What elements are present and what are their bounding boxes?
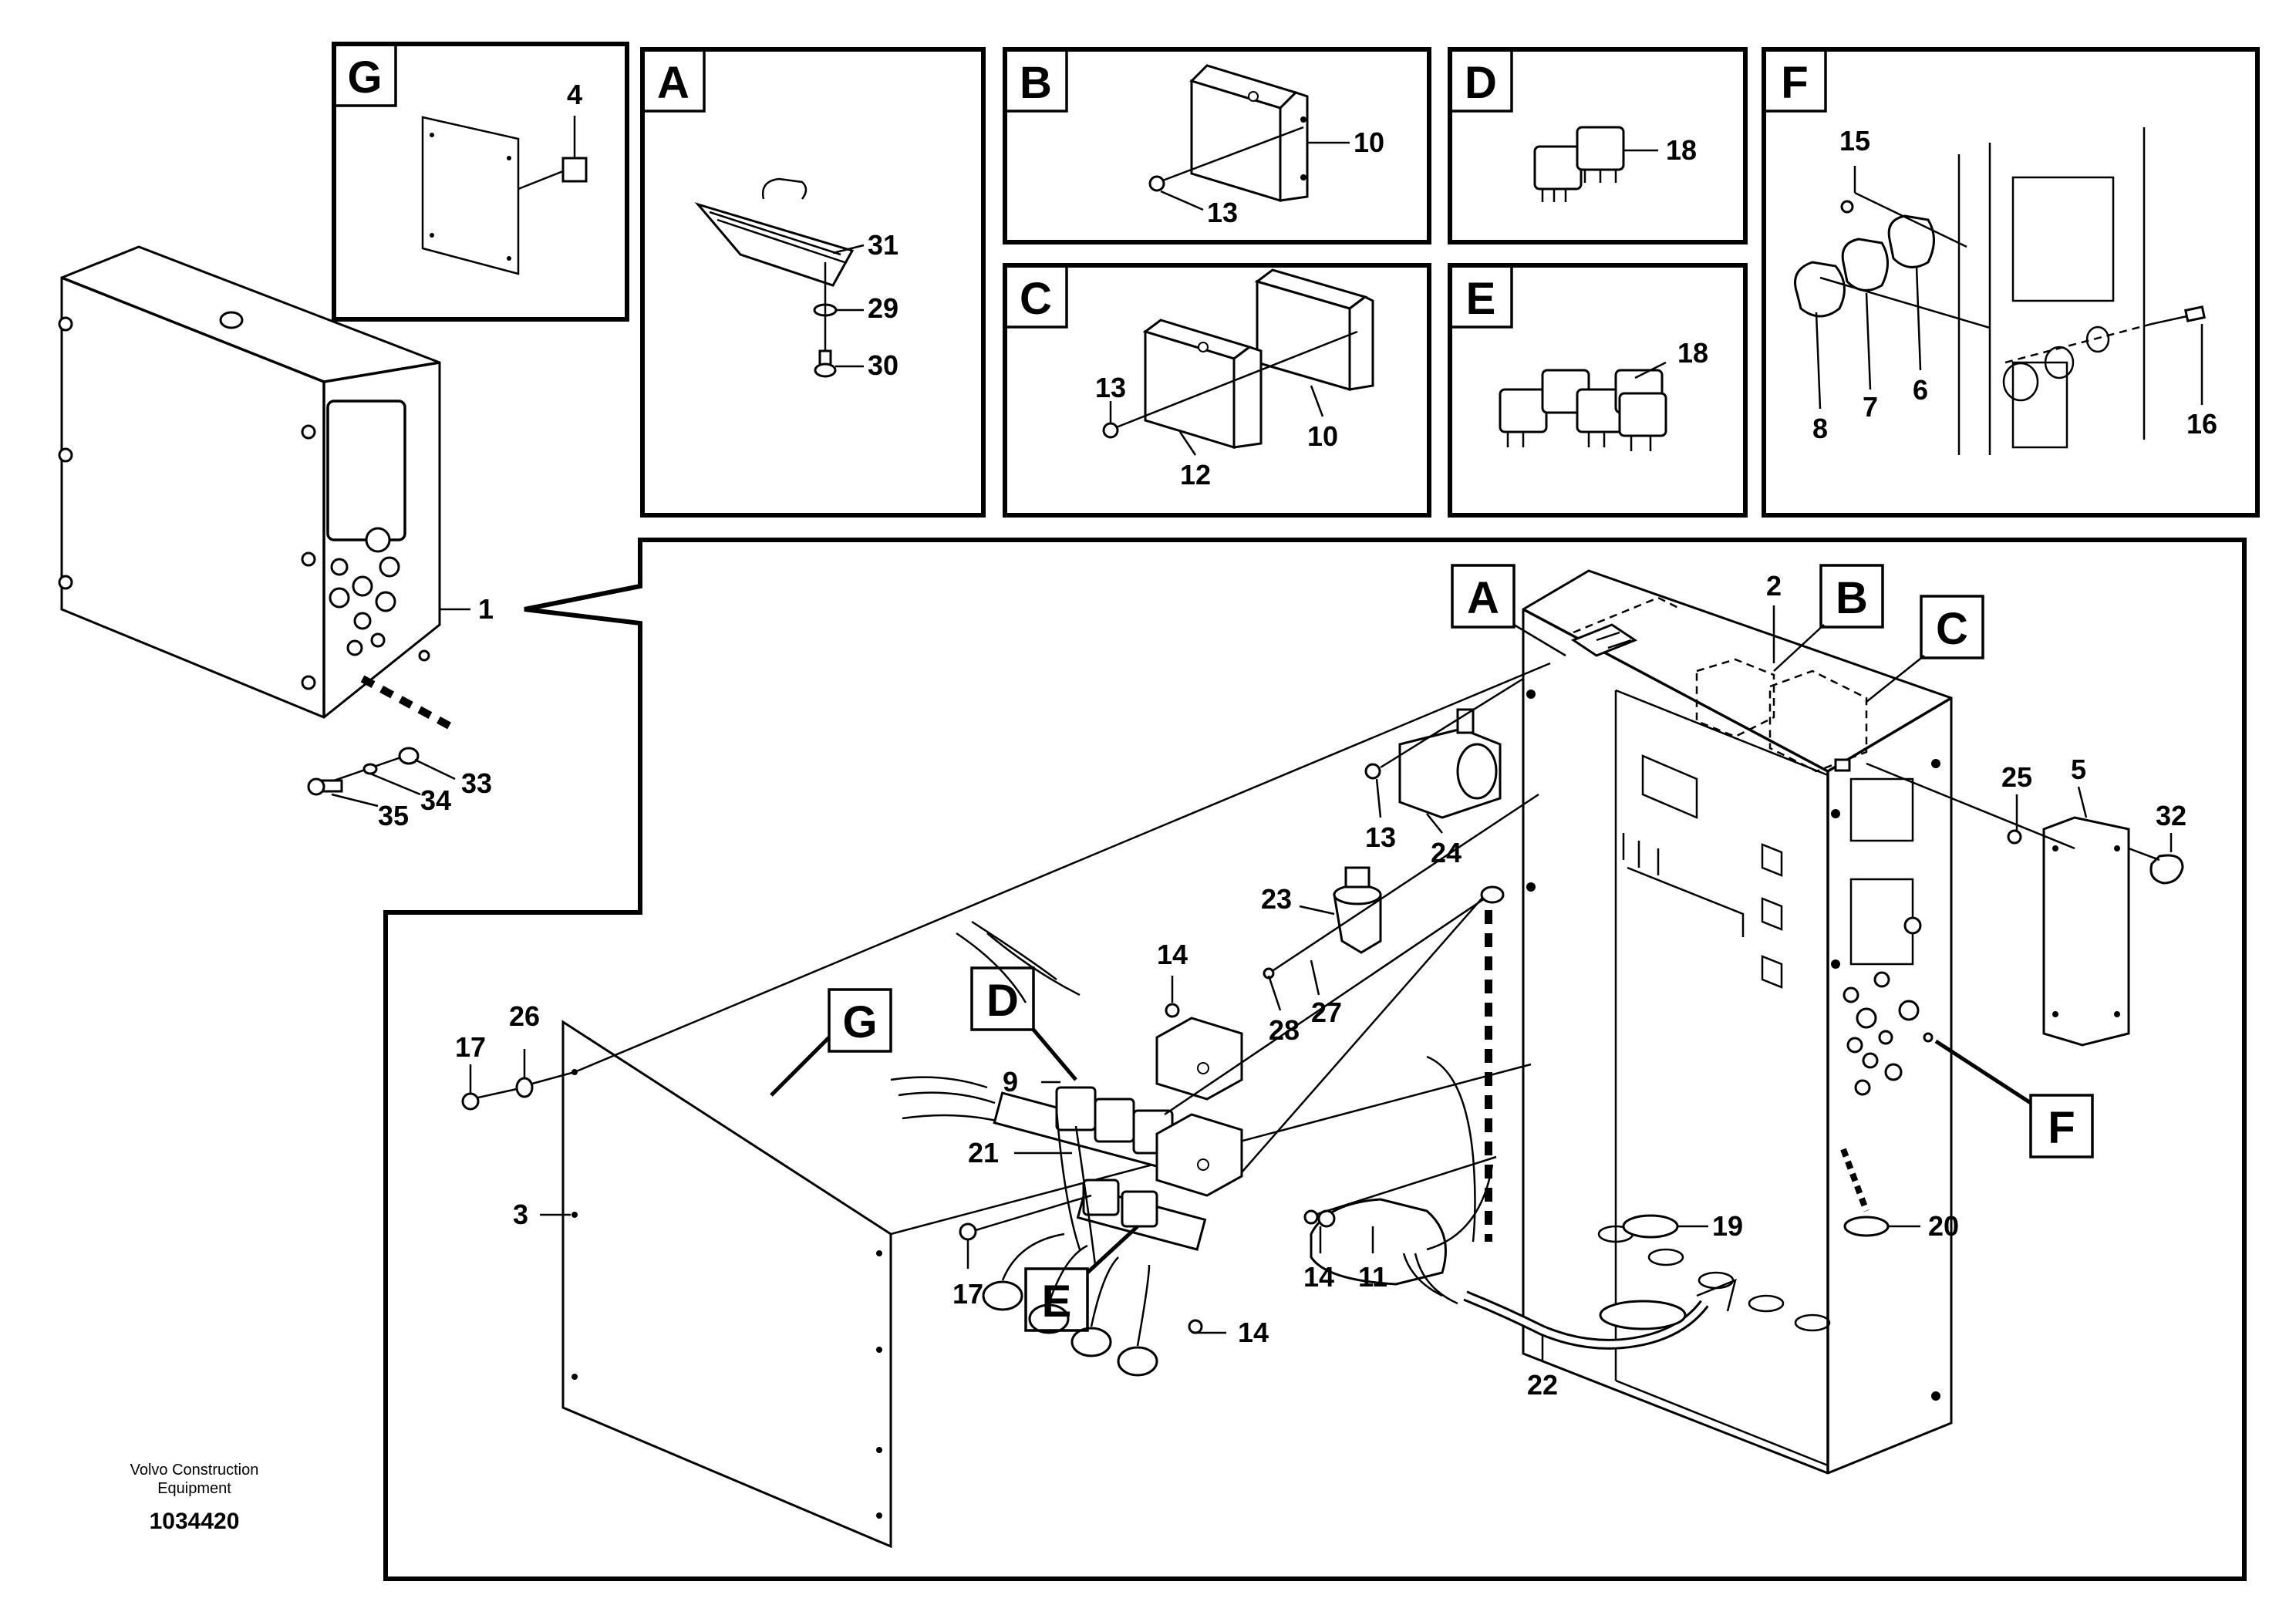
main-tag-e: E (1024, 1225, 1139, 1332)
detail-panel-e: E 18 (1448, 263, 1748, 518)
callout-14: 14 (1303, 1261, 1334, 1293)
callout-26: 26 (509, 1000, 540, 1032)
panel-d-tag: D (1465, 58, 1497, 108)
detail-panel-f: F 15 8 7 6 16 (1762, 47, 2260, 518)
svg-text:F: F (2048, 1103, 2075, 1153)
holder-bracket (694, 202, 855, 287)
svg-text:B: B (1836, 573, 1868, 623)
grommet-20 (1843, 1216, 1890, 1237)
callout-15: 15 (1839, 125, 1870, 157)
callout-4: 4 (567, 79, 582, 110)
callout-24: 24 (1431, 837, 1462, 868)
svg-text:C: C (1936, 604, 1968, 654)
callout-28: 28 (1269, 1014, 1300, 1046)
callout-7: 7 (1863, 391, 1878, 423)
main-exploded-panel: A B C D E F G (383, 538, 2247, 1581)
relay-cluster (890, 885, 1505, 1377)
callout-16: 16 (2186, 408, 2217, 440)
callout-3: 3 (513, 1199, 528, 1230)
callout-8: 8 (1812, 413, 1828, 444)
main-tag-d: D (970, 966, 1077, 1081)
callout-17: 17 (952, 1278, 983, 1310)
callout-10: 10 (1307, 420, 1338, 452)
callout-22: 22 (1527, 1369, 1558, 1401)
detail-panel-b: B 10 13 (1003, 47, 1431, 244)
detail-panel-c: C 13 10 12 (1003, 263, 1431, 518)
callout-30: 30 (868, 349, 899, 381)
callout-13: 13 (1365, 821, 1396, 853)
panel-f-tag: F (1781, 58, 1808, 108)
svg-text:D: D (986, 976, 1019, 1026)
relay-box-d2 (1155, 1113, 1243, 1197)
callout-14: 14 (1238, 1317, 1269, 1348)
electrical-box (1522, 569, 1953, 1475)
callout-2: 2 (1766, 570, 1782, 602)
callout-11: 11 (1358, 1261, 1387, 1293)
callout-10: 10 (1354, 126, 1384, 158)
grommet-19 (1622, 1214, 1679, 1239)
callout-32: 32 (2156, 800, 2186, 831)
panel-g-tag: G (347, 52, 382, 103)
main-callouts: 2 25 5 32 13 24 23 28 27 14 17 (455, 570, 2186, 1401)
relay-box-d (1155, 1017, 1243, 1101)
callout-13: 13 (1207, 197, 1238, 228)
manufacturer-line2: Equipment (157, 1480, 231, 1497)
callout-21: 21 (968, 1137, 999, 1168)
detail-panel-d: D 18 (1448, 47, 1748, 244)
overview-callout-34: 34 (420, 784, 451, 816)
panel-e-tag: E (1466, 274, 1496, 324)
callout-23: 23 (1261, 883, 1292, 915)
main-tag-a: A (1451, 564, 1566, 657)
detail-panel-g: G 4 (332, 42, 629, 322)
callout-19: 19 (1712, 1210, 1743, 1242)
panel-a-tag: A (657, 58, 689, 108)
callout-27: 27 (1311, 996, 1342, 1028)
relay (1576, 126, 1625, 171)
switch (1794, 261, 1846, 318)
main-tag-f: F (1934, 1039, 2094, 1158)
overview-callout-35: 35 (378, 800, 409, 831)
main-tag-c: C (1866, 595, 1984, 703)
rear-cover (1866, 762, 2184, 1047)
callout-12: 12 (1180, 459, 1211, 491)
overview-box: 1 33 34 35 (58, 245, 494, 831)
callout-25: 25 (2001, 761, 2032, 793)
callout-5: 5 (2071, 754, 2086, 785)
callout-29: 29 (868, 292, 899, 324)
callout-18: 18 (1677, 337, 1708, 369)
detail-panel-a: A 31 29 30 (640, 47, 986, 518)
callout-31: 31 (868, 229, 899, 261)
switch (1841, 238, 1889, 292)
callout-13: 13 (1095, 372, 1126, 403)
callout-9: 9 (1003, 1066, 1018, 1098)
svg-text:E: E (1042, 1276, 1072, 1327)
diagram-number: 1034420 (150, 1509, 240, 1534)
caption: Volvo Construction Equipment 1034420 (130, 1462, 259, 1534)
callout-6: 6 (1913, 374, 1928, 406)
callout-18: 18 (1666, 134, 1697, 166)
overview-callout-1: 1 (478, 593, 494, 625)
motor-11 (1310, 1198, 1447, 1286)
svg-text:G: G (842, 997, 877, 1047)
overview-callout-33: 33 (461, 767, 492, 799)
manufacturer-line1: Volvo Construction (130, 1462, 259, 1479)
switch (1887, 214, 1935, 268)
main-tag-g: G (770, 988, 892, 1097)
panel-b-tag: B (1020, 58, 1052, 108)
callout-17: 17 (455, 1031, 486, 1063)
main-tag-b: B (1773, 564, 1884, 672)
panel-c-tag: C (1020, 274, 1052, 324)
callout-20: 20 (1928, 1210, 1959, 1242)
label-decal (561, 157, 588, 183)
relay (1533, 145, 1583, 191)
callout-14: 14 (1157, 939, 1188, 970)
solenoid-parts (1263, 677, 1890, 1350)
svg-text:A: A (1467, 573, 1499, 623)
